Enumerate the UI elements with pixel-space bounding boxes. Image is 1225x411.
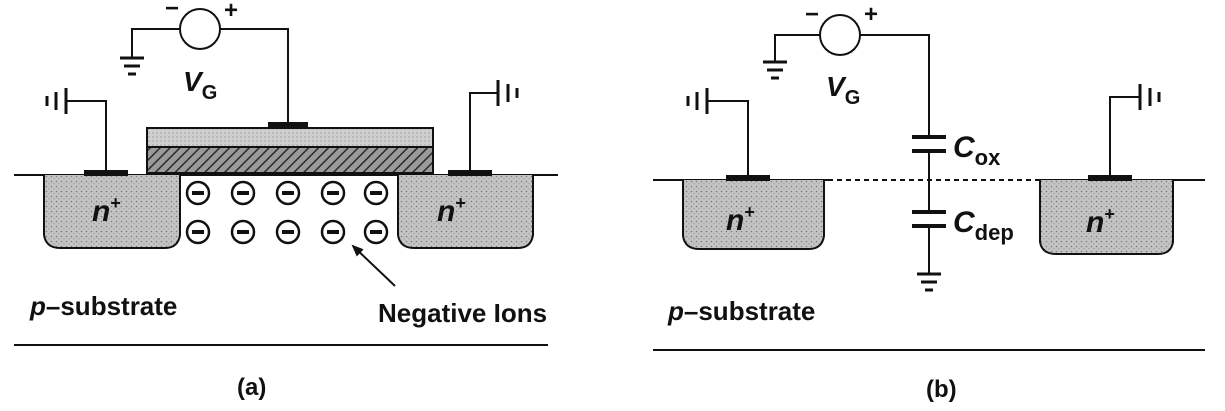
negative-ion (185, 180, 211, 206)
right-n-plus-region (397, 175, 534, 249)
left-ground-icon (45, 88, 68, 114)
negative-ion-grid (185, 180, 389, 245)
panel-b-source-ground-icon (763, 60, 787, 80)
panel-b-substrate-label: p–substrate (667, 296, 815, 326)
negative-ion (320, 180, 346, 206)
panel-a-caption: (a) (237, 374, 266, 401)
panel-a-left-n-plus-label: n+ (92, 193, 121, 228)
negative-ion (363, 219, 389, 245)
panel-b-right-n-plus-label: n+ (1086, 204, 1115, 239)
source-ground-icon (120, 56, 144, 76)
source-ground-wire (131, 28, 180, 58)
gate-wire (220, 28, 289, 122)
panel-b-left-ground-wire (707, 100, 749, 175)
panel-b-caption: (b) (926, 376, 957, 403)
right-ground-icon (496, 80, 519, 106)
right-contact (448, 170, 492, 176)
panel-b-vg-label: VG (826, 71, 860, 109)
panel-a-substrate-label: p–substrate (29, 291, 177, 321)
panel-b-plus-sign: + (864, 1, 878, 28)
voltage-source-vg (179, 8, 221, 50)
panel-b-right-contact (1088, 175, 1132, 181)
panel-b-voltage-source-vg (819, 14, 861, 56)
panel-b-left-ground-icon (686, 88, 709, 114)
gate-oxide (146, 146, 434, 174)
left-contact (84, 170, 128, 176)
panel-a-vg-label: VG (183, 66, 217, 104)
panel-a-minus-sign: − (165, 0, 179, 22)
cdep-label: Cdep (953, 206, 1014, 245)
panel-b-gate-wire (860, 34, 930, 137)
panel-b-left-n-plus-label: n+ (726, 202, 755, 237)
left-n-plus-region (43, 175, 181, 249)
negative-ion (320, 219, 346, 245)
left-ground-wire (66, 100, 107, 170)
panel-b (653, 14, 1205, 351)
panel-b-right-ground-icon (1138, 84, 1161, 110)
cdep-ground-icon (917, 272, 941, 292)
negative-ion (363, 180, 389, 206)
negative-ion (230, 180, 256, 206)
panel-b-right-ground-wire (1109, 96, 1140, 175)
panel-a-plus-sign: + (224, 0, 238, 24)
negative-ions-label: Negative Ions (378, 298, 547, 328)
panel-b-right-n-plus-region (1039, 180, 1174, 255)
right-ground-wire (469, 92, 498, 170)
gate-electrode (146, 127, 434, 148)
gate-contact (268, 122, 308, 128)
panel-a (14, 8, 558, 346)
ion-pointer-arrow (351, 244, 396, 287)
panel-b-minus-sign: − (805, 1, 819, 28)
negative-ion (230, 219, 256, 245)
negative-ion (185, 219, 211, 245)
panel-b-left-n-plus-region (682, 180, 825, 250)
negative-ion (275, 180, 301, 206)
negative-ion (275, 219, 301, 245)
panel-b-left-contact (726, 175, 770, 181)
panel-a-right-n-plus-label: n+ (437, 193, 466, 228)
cox-label: Cox (953, 131, 1001, 170)
panel-b-source-ground-wire (774, 34, 820, 62)
